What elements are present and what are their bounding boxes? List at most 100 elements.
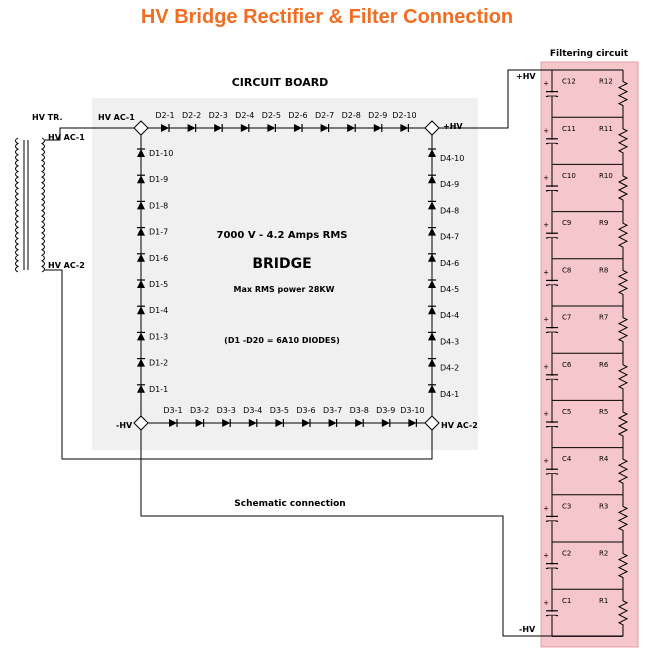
transformer-ac2: HV AC-2 [48,261,85,270]
capacitor-gap [545,281,559,285]
capacitor-label: C10 [562,172,576,180]
capacitor-plus-label: + [543,268,549,276]
diode-top-label: D2-6 [288,111,307,120]
diode-right-label: D4-9 [440,180,459,189]
capacitor-label: C8 [562,266,571,274]
capacitor-gap [545,611,559,615]
diode-bottom-icon [248,419,257,427]
diode-bottom-label: D3-6 [296,406,315,415]
diode-right-label: D4-3 [440,337,459,346]
node-neg-label: -HV [116,421,133,430]
diode-right-icon [428,175,436,184]
diode-top-label: D2-1 [155,111,174,120]
wire-ac1 [45,127,135,141]
board-diodes-note: (D1 -D20 = 6A10 DIODES) [224,336,340,345]
transformer-ac1: HV AC-1 [48,133,85,142]
node-neg-icon [133,415,149,431]
resistor-icon [617,400,629,448]
diode-top-label: D2-8 [342,111,361,120]
resistor-label: R10 [599,172,613,180]
capacitor-label: C2 [562,550,571,558]
capacitor-label: C6 [562,361,572,369]
resistor-icon [617,306,629,354]
diode-bottom-icon [381,419,390,427]
diode-left-label: D1-8 [149,201,168,210]
diode-right-label: D4-8 [440,206,459,215]
diode-left-label: D1-10 [149,149,173,158]
resistor-icon [617,117,629,165]
diode-left-label: D1-6 [149,254,168,263]
diode-right-icon [428,384,436,393]
diode-left-icon [137,227,145,236]
diode-right-label: D4-5 [440,285,459,294]
diode-top-label: D2-5 [262,111,281,120]
diode-left-icon [137,306,145,315]
capacitor-gap [545,564,559,568]
capacitor-plus-label: + [543,457,549,465]
diode-bottom-label: D3-10 [400,406,424,415]
schematic-label: Schematic connection [234,499,345,509]
capacitor-label: C1 [562,597,571,605]
diode-right-icon [428,149,436,157]
resistor-label: R2 [599,550,608,558]
resistor-icon [617,258,629,306]
resistor-label: R12 [599,78,613,86]
circuit-board [92,98,478,450]
diode-top-icon [214,124,223,132]
page-title: HV Bridge Rectifier & Filter Connection [140,6,514,28]
board-power: Max RMS power 28KW [234,285,335,294]
resistor-label: R1 [599,597,608,605]
diode-left-icon [137,280,145,288]
resistor-label: R3 [599,502,608,510]
capacitor-gap [545,470,559,474]
diode-top-label: D2-4 [235,111,254,120]
capacitor-label: C11 [562,125,576,133]
capacitor-plus-label: + [543,127,549,135]
diode-left-icon [137,175,145,184]
diode-bottom-label: D3-1 [163,406,182,415]
filter-pos-label: +HV [516,72,536,81]
diode-bottom-icon [302,419,310,427]
capacitor-plus-label: + [543,363,549,371]
diode-left-label: D1-9 [149,175,168,184]
diode-bottom-icon [195,419,204,427]
wire-ac2 [45,269,433,460]
board-title: CIRCUIT BOARD [232,76,329,89]
resistor-label: R9 [599,219,608,227]
diode-top-label: D2-10 [392,111,416,120]
resistor-icon [617,353,629,401]
diode-left-icon [137,253,145,262]
diode-bottom-label: D3-5 [270,406,289,415]
diode-left-icon [137,149,145,157]
capacitor-plus-label: + [543,174,549,182]
diode-top-icon [320,124,329,132]
diode-right-icon [428,201,436,210]
diode-right-label: D4-2 [440,364,459,373]
diode-top-label: D2-7 [315,111,334,120]
diode-top-icon [187,124,196,132]
resistor-label: R4 [599,455,609,463]
capacitor-label: C3 [562,502,571,510]
node-pos-icon [424,120,440,136]
diode-left-label: D1-7 [149,228,168,237]
filter-title: Filtering circuit [550,49,629,59]
resistor-icon [617,494,629,542]
wire-pos-hv [438,69,623,129]
diode-right-icon [428,332,436,341]
capacitor-plus-label: + [543,316,549,324]
wire-neg-hv [140,429,623,637]
diode-left-label: D1-3 [149,332,168,341]
capacitor-gap [545,139,559,143]
diode-bottom-icon [355,419,364,427]
diode-right-icon [428,358,436,367]
diode-right-label: D4-1 [440,390,459,399]
diode-right-label: D4-7 [440,233,459,242]
node-ac2-label: HV AC-2 [441,421,478,430]
diode-right-icon [428,253,436,262]
diode-top-label: D2-9 [368,111,387,120]
diode-top-icon [347,124,356,132]
board-spec: 7000 V - 4.2 Amps RMS [217,230,348,241]
diode-left-label: D1-2 [149,359,168,368]
